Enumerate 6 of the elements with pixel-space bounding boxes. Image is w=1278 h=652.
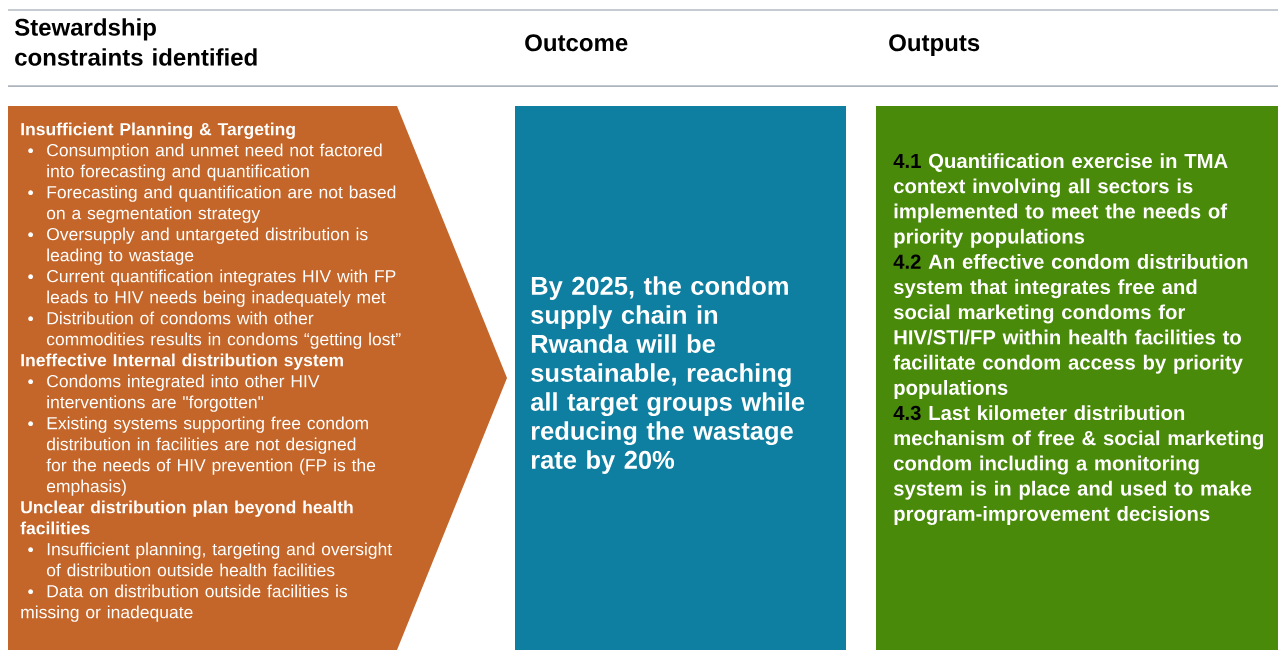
column-heading: Outcome (525, 34, 628, 52)
chevron-box: Insufficient Planning & Targeting Consumption and unmet need not factored into forecasting and quantification Forecasting and quantification are not based on a segmentation strategy Oversupply and untargeted distribution is leading to wastage Current quantification integrates HIV with FP leads to HIV needs being inadequately met Distribution of condoms with other commodities results in condoms “getting lost” Ineffective Internal distribution system Condoms integrated into other HIV interventions are "forgotten" Existing systems supporting free condom distribution in facilities are not designed for the needs of HIV prevention (FP is the emphasis) Unclear distribution plan beyond health facilities Insufficient planning, targeting and oversight of distribution outside health facilities Data on distribution outside facilities is missing or inadequate (8, 106, 507, 650)
outputs-box: 4.1 Quantification exercise in TMA context involving all sectors is implemented to meet the needs of priority populations 4.2 An effective condom distribution system that integrates free and social marketing condoms for HIV/STI/FP within health facilities to facilitate condom access by priority populations 4.3 Last kilometer distribution mechanism of free & social marketing condom including a monitoring system is in place and used to make program-improvement decisions (876, 106, 1278, 650)
column-heading: Outputs (889, 34, 980, 56)
outcome-box: By 2025, the condom supply chain in Rwanda will be sustainable, reaching all target groups while reducing the wastage rate by 20% (515, 106, 846, 650)
column-heading: Stewardship constraints identified (14, 18, 257, 66)
